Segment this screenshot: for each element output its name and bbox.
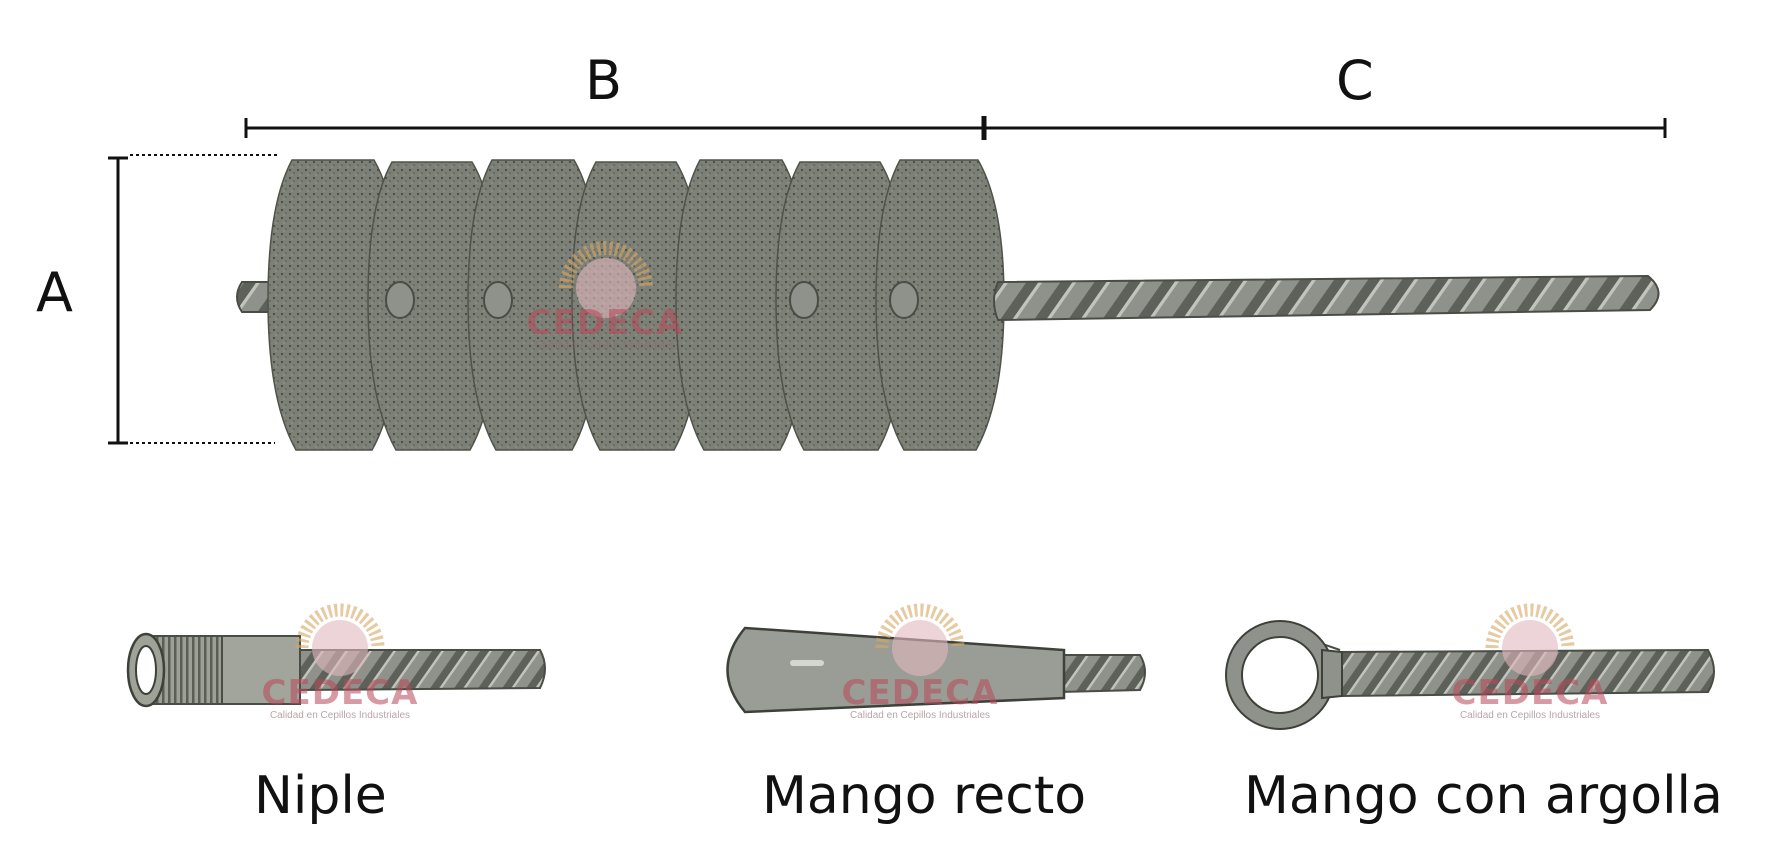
watermark-logo-argolla xyxy=(1485,603,1575,676)
dimension-a xyxy=(108,154,280,445)
caption-mango-argolla: Mango con argolla xyxy=(1244,766,1723,826)
handle-mango-recto xyxy=(726,626,1146,714)
dimension-b xyxy=(244,116,987,140)
dimension-label-c: C xyxy=(1336,49,1374,112)
dimension-c xyxy=(984,118,1667,138)
bristle-discs xyxy=(267,159,1005,451)
wire-knots xyxy=(385,281,919,319)
main-brush xyxy=(236,159,1660,451)
watermark-logo-main xyxy=(559,241,653,318)
dimension-label-b: B xyxy=(585,49,623,112)
handle-mango-argolla xyxy=(1225,620,1715,730)
dimension-label-a: A xyxy=(36,261,73,324)
watermark-logo-niple xyxy=(295,603,385,676)
twisted-wire-stem xyxy=(993,274,1660,322)
watermark-logo-recto xyxy=(875,603,965,676)
caption-niple: Niple xyxy=(254,766,387,826)
caption-mango-recto: Mango recto xyxy=(762,766,1087,826)
